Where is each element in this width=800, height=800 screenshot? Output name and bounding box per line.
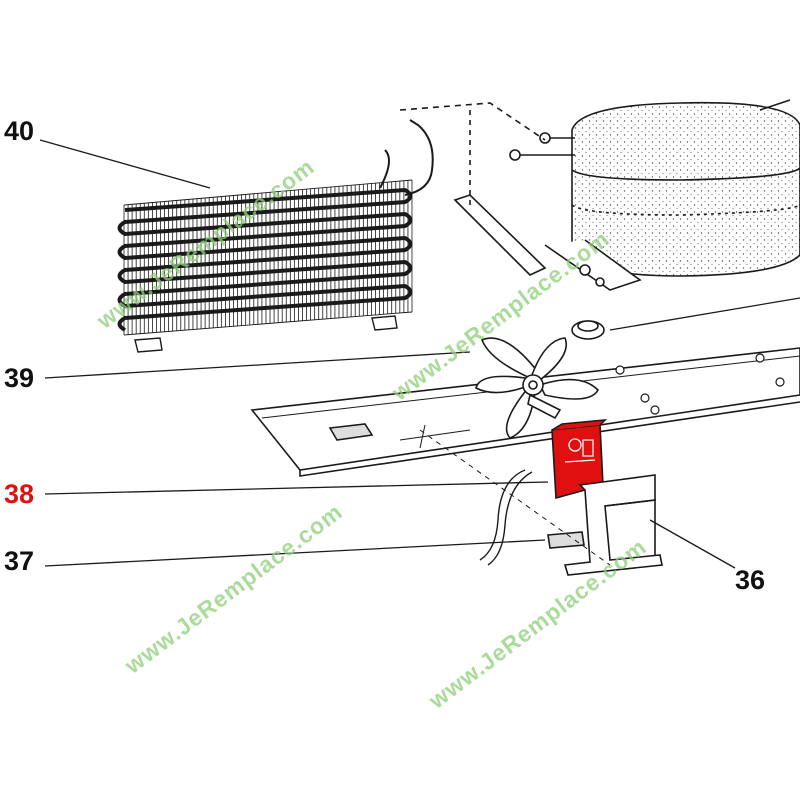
leader-lines <box>39 139 800 569</box>
fan-motor-icon <box>479 393 608 566</box>
callout-36: 36 <box>735 565 766 595</box>
condenser-coil-icon <box>117 119 434 353</box>
callout-39: 39 <box>4 363 35 393</box>
callout-40: 40 <box>4 116 35 146</box>
grommet-icon <box>571 320 605 340</box>
callout-38: 38 <box>4 479 35 509</box>
callout-37: 37 <box>4 546 35 576</box>
fan-blade-icon <box>475 337 599 439</box>
mounting-bracket-icon <box>419 429 663 576</box>
compressor-icon <box>399 99 800 291</box>
